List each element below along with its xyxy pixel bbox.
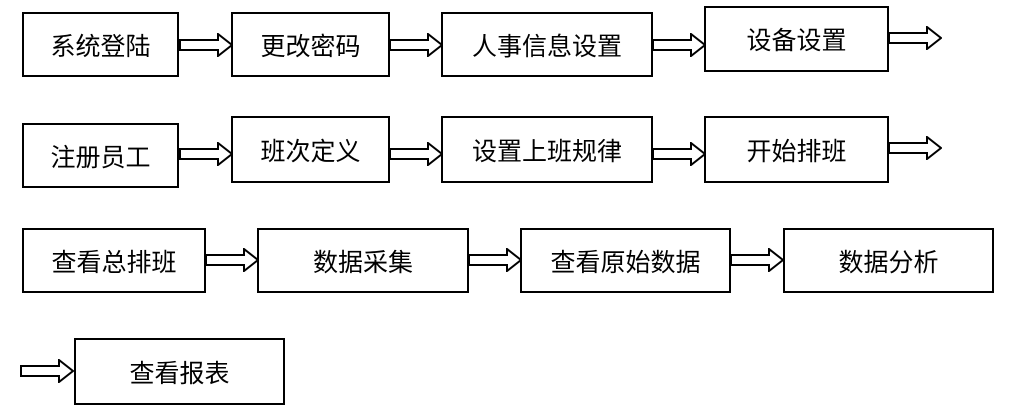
arrow-right-icon <box>888 136 942 160</box>
step-device-settings: 设备设置 <box>704 6 889 72</box>
arrow-right-icon <box>389 142 443 166</box>
arrow-right-icon <box>179 142 233 166</box>
step-work-pattern: 设置上班规律 <box>441 116 653 183</box>
step-view-raw-data: 查看原始数据 <box>520 228 731 293</box>
step-register-employee: 注册员工 <box>22 123 179 188</box>
step-start-scheduling: 开始排班 <box>704 116 889 183</box>
step-data-collection: 数据采集 <box>257 228 469 293</box>
step-view-report: 查看报表 <box>74 338 285 405</box>
step-system-login: 系统登陆 <box>22 12 179 77</box>
arrow-right-icon <box>468 248 522 272</box>
step-change-password: 更改密码 <box>231 12 390 77</box>
arrow-right-icon <box>652 33 706 57</box>
step-data-analysis: 数据分析 <box>783 228 994 293</box>
arrow-right-icon <box>20 359 74 383</box>
step-shift-definition: 班次定义 <box>231 116 390 183</box>
step-view-schedule: 查看总排班 <box>22 228 206 293</box>
step-personnel-settings: 人事信息设置 <box>441 12 653 77</box>
arrow-right-icon <box>205 248 259 272</box>
arrow-right-icon <box>389 33 443 57</box>
arrow-right-icon <box>652 142 706 166</box>
arrow-right-icon <box>730 248 784 272</box>
arrow-right-icon <box>179 33 233 57</box>
arrow-right-icon <box>888 26 942 50</box>
